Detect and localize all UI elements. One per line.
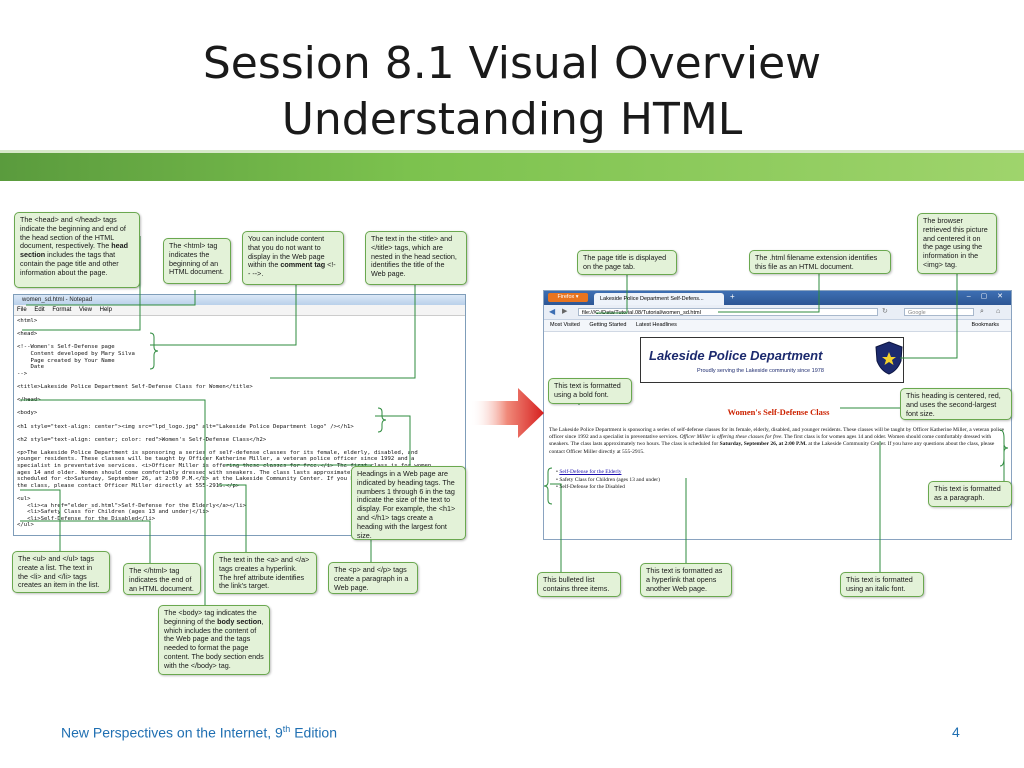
para-bold: Saturday, September 26, at 2:00 P.M. <box>719 441 807 448</box>
reload-icon[interactable]: ↻ <box>882 308 888 315</box>
callout-bulleted-list: This bulleted list contains three items. <box>537 572 621 597</box>
callout-heading-centered: This heading is centered, red, and uses … <box>900 388 1012 420</box>
list-item: • Self-Defense for the Disabled <box>556 484 625 491</box>
lpd-logo-tagline: Proudly serving the Lakeside community s… <box>697 368 824 374</box>
search-box[interactable]: Google <box>904 308 974 316</box>
callout-p-tags: The <p> and </p> tags create a paragraph… <box>328 562 418 594</box>
list-item: • Safety Class for Children (ages 13 and… <box>556 476 660 483</box>
notepad-code[interactable]: <html> <head> <!--Women's Self-Defense p… <box>17 318 438 529</box>
lpd-logo-name: Lakeside Police Department <box>649 348 823 363</box>
callout-html-extension: The .html filename extension identifies … <box>749 250 891 274</box>
para-text-2: The first class is for women ages 14 and… <box>549 434 992 448</box>
menu-help[interactable]: Help <box>99 307 112 313</box>
para-italic: Officer Miller is offering these classes… <box>679 434 783 441</box>
police-badge-icon <box>875 341 903 375</box>
title-line-2: Understanding HTML <box>281 94 743 145</box>
page-heading: Women's Self-Defense Class <box>727 407 830 417</box>
slide-title: Session 8.1 Visual Overview Understandin… <box>0 36 1024 148</box>
callout-body-tag: The <body> tag indicates the beginning o… <box>158 605 270 675</box>
bookmarks-menu[interactable]: Bookmarks <box>971 322 999 328</box>
callout-browser-picture: The browser retrieved this picture and c… <box>917 213 997 274</box>
menu-view[interactable]: View <box>79 307 92 313</box>
page-number: 4 <box>952 724 960 740</box>
callout-html-tag: The <html> tag indicates the beginning o… <box>163 238 231 284</box>
back-icon[interactable]: ◀ <box>549 307 556 316</box>
bookmarks-bar: Most Visited Getting Started Latest Head… <box>544 320 1011 332</box>
callout-hyperlink: This text is formatted as a hyperlink th… <box>640 563 732 597</box>
page-paragraph: The Lakeside Police Department is sponso… <box>549 427 1007 456</box>
home-icon[interactable]: ⌂ <box>996 308 1001 315</box>
callout-comment-tag: You can include content that you do not … <box>242 231 344 285</box>
bookmark-getting-started[interactable]: Getting Started <box>589 322 627 328</box>
callout-html-end: The </html> tag indicates the end of an … <box>123 563 201 595</box>
menu-edit[interactable]: Edit <box>34 307 45 313</box>
bookmark-latest-headlines[interactable]: Latest Headlines <box>635 322 677 328</box>
callout-bold-font: This text is formatted using a bold font… <box>548 378 632 404</box>
notepad-titlebar: women_sd.html - Notepad <box>14 295 465 305</box>
title-line-1: Session 8.1 Visual Overview <box>202 38 822 89</box>
red-arrow-icon <box>470 388 544 438</box>
callout-headings: Headings in a Web page are indicated by … <box>351 466 466 540</box>
forward-icon[interactable]: ▶ <box>562 308 568 315</box>
firefox-menu-button[interactable]: Firefox ▾ <box>548 293 588 302</box>
callout-ul-tags: The <ul> and </ul> tags create a list. T… <box>12 551 110 593</box>
callout-title-tags: The text in the <title> and </title> tag… <box>365 231 467 285</box>
search-icon[interactable]: ⌕ <box>980 308 984 315</box>
para-text-1: The Lakeside Police Department is sponso… <box>549 427 1005 441</box>
menu-format[interactable]: Format <box>52 307 72 313</box>
menu-file[interactable]: File <box>17 307 27 313</box>
callout-italic: This text is formatted using an italic f… <box>840 572 924 597</box>
list-link-elderly[interactable]: Self-Defense for the Elderly <box>559 469 622 475</box>
new-tab-button[interactable]: + <box>730 292 735 301</box>
callout-a-tags: The text in the <a> and </a> tags create… <box>213 552 317 594</box>
title-band-highlight <box>0 150 1024 154</box>
window-controls[interactable]: – ▢ ✕ <box>966 293 1007 300</box>
bookmark-most-visited[interactable]: Most Visited <box>550 322 580 328</box>
callout-paragraph: This text is formatted as a paragraph. <box>928 481 1012 507</box>
page-list: • Self-Defense for the Elderly • Safety … <box>556 469 660 492</box>
footer-edition: New Perspectives on the Internet, 9th Ed… <box>61 724 338 741</box>
title-band <box>0 153 1024 181</box>
para-text-3: at the Lakeside Community Center. If you… <box>549 441 995 455</box>
list-item: • Self-Defense for the Elderly <box>556 469 622 475</box>
notepad-menubar: File Edit Format View Help <box>14 305 465 316</box>
lpd-logo-banner: Lakeside Police Department Proudly servi… <box>640 337 904 383</box>
callout-page-title: The page title is displayed on the page … <box>577 250 677 275</box>
callout-head-tags: The <head> and </head> tags indicate the… <box>14 212 140 288</box>
